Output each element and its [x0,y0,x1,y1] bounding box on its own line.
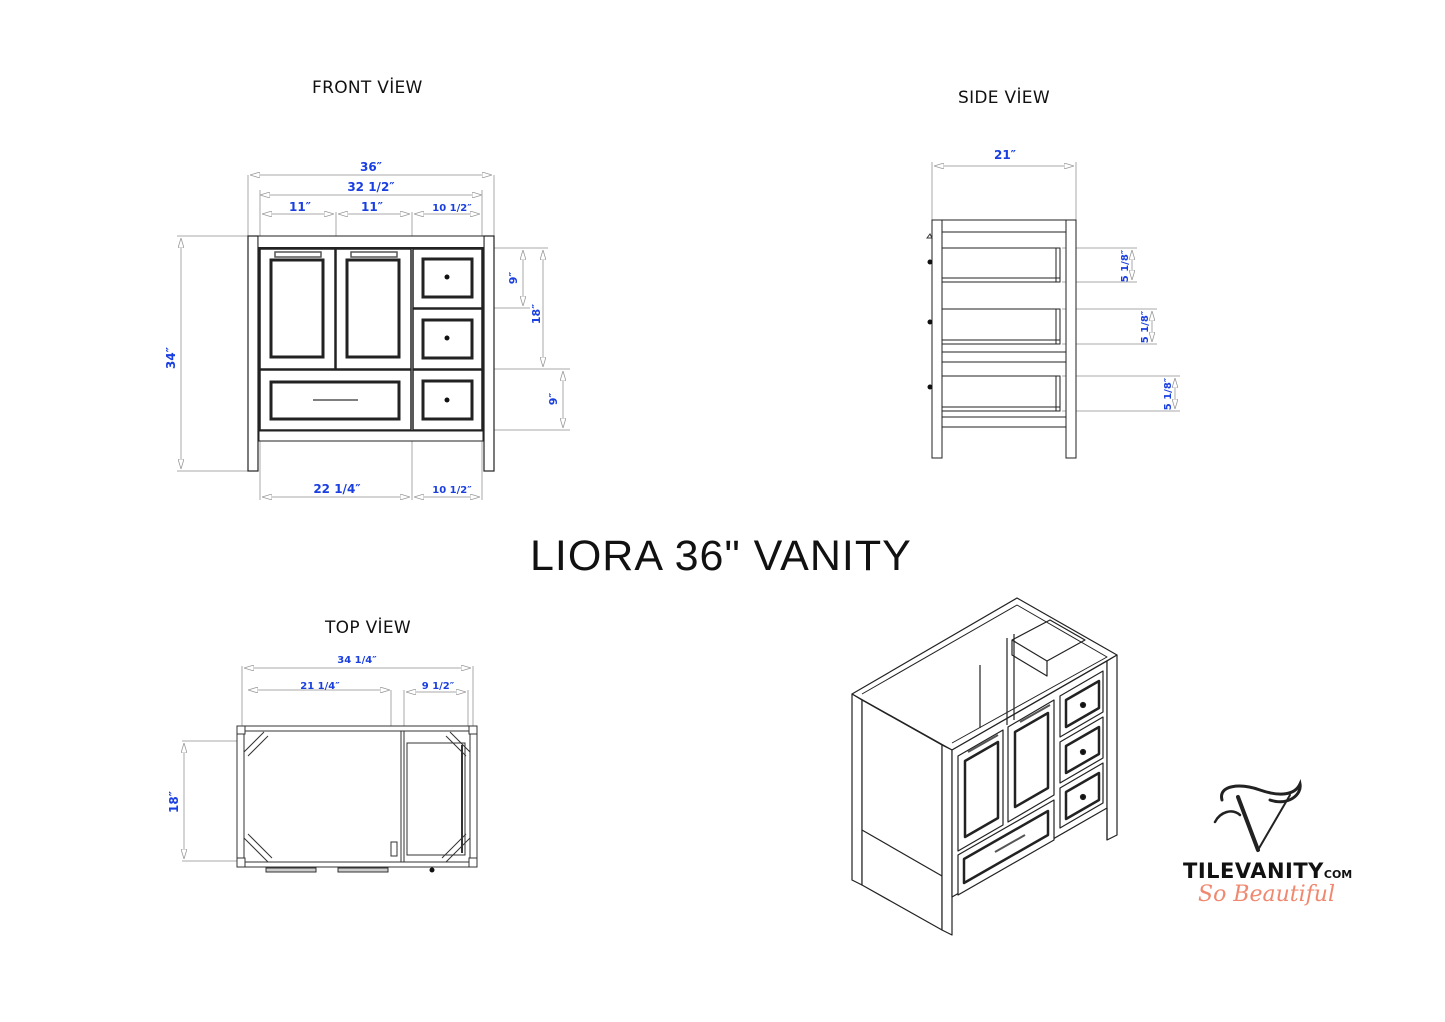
front-view-title: FRONT VİEW [312,78,423,98]
dim-overall-width: 36″ [360,160,383,174]
dim-door-right: 11″ [361,200,384,214]
brand-name: TILEVANITYCOM [1183,859,1352,883]
dim-height: 34″ [164,346,178,369]
dim-drawer1: 5 1/8″ [1120,249,1131,282]
dim-door-left: 11″ [289,200,312,214]
brand-text: TILEVANITY [1183,859,1324,883]
dim-top-drawer: 9″ [507,272,520,285]
dim-bottom-left: 22 1/4″ [313,482,361,496]
brand-tagline: So Beautiful [1198,882,1336,907]
dim-top-overall: 34 1/4″ [337,655,377,666]
isometric-view-drawing [851,597,1118,936]
dim-inner-width: 32 1/2″ [347,180,395,194]
dim-drawer3: 5 1/8″ [1163,377,1174,410]
dim-left-opening: 21 1/4″ [300,681,340,692]
brand-suffix: COM [1323,868,1353,881]
dim-doors-height: 18″ [530,304,543,324]
dim-right-opening: 9 1/2″ [422,681,455,692]
product-title: LIORA 36" VANITY [530,532,912,580]
side-view-drawing: 21″ 5 1/8″ 5 1/8″ 5 1/8″ [926,148,1180,459]
dim-drawer2: 5 1/8″ [1140,310,1151,343]
top-view-title: TOP VİEW [325,618,412,638]
side-view-title: SIDE VİEW [958,88,1050,108]
dim-drawer-col-top: 10 1/2″ [432,203,472,214]
top-view-drawing: 34 1/4″ 21 1/4″ 9 1/2″ 18″ [167,655,478,873]
dim-bottom-drawer: 9″ [547,393,560,406]
dim-top-depth: 18″ [167,790,181,813]
dim-drawer-col-bottom: 10 1/2″ [432,485,472,496]
dim-depth: 21″ [994,148,1017,162]
front-view-drawing: 36″ 32 1/2″ 11″ 11″ 10 1/2″ 34″ 9″ 18″ 9… [164,160,570,500]
